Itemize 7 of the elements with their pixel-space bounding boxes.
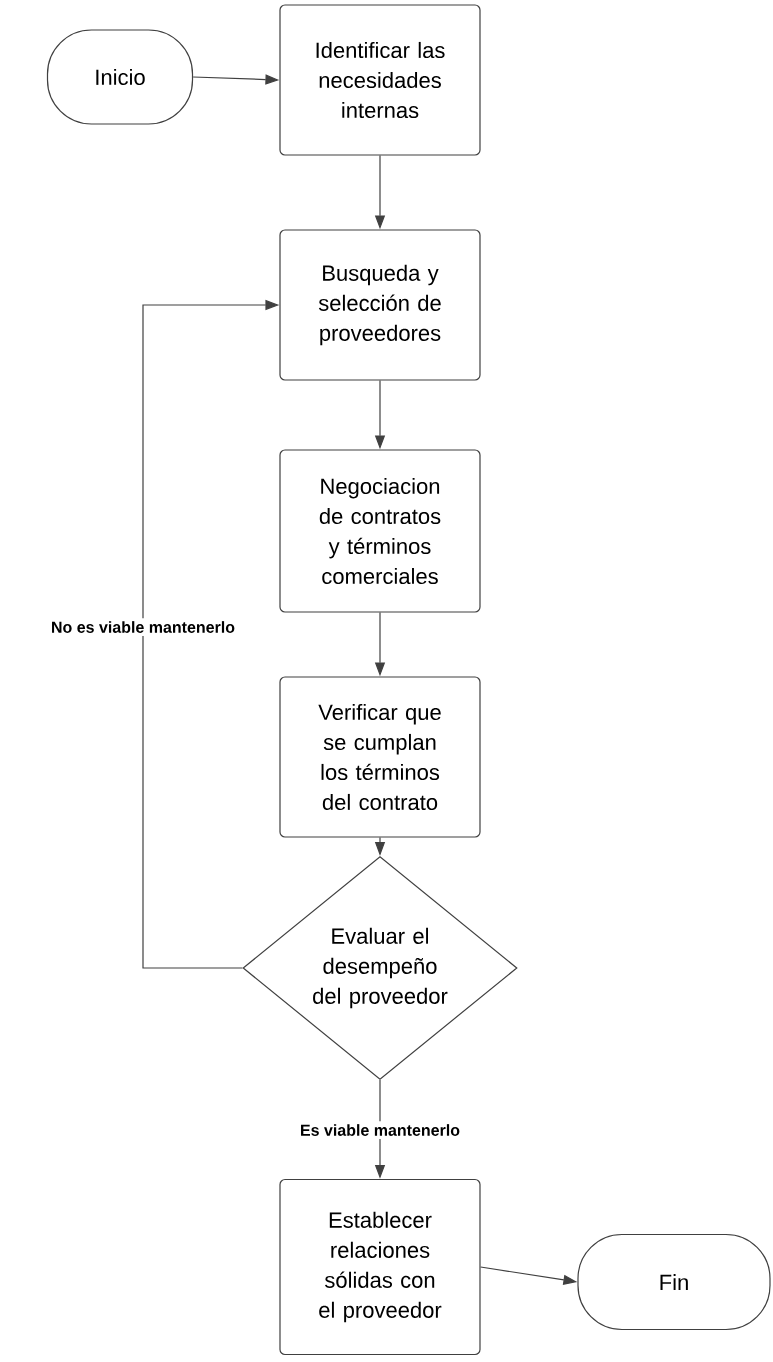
process-box: Identificar las necesidades internas (279, 4, 481, 156)
process-box: Busqueda y selección de proveedores (279, 229, 481, 381)
process-box: Establecer relaciones sólidas con el proveedor (279, 1178, 481, 1356)
edge-label: No es viable mantenerlo (47, 618, 239, 636)
process-box: Verificar que se cumplan los términos del contrato (279, 676, 481, 838)
edge-label: Es viable mantenerlo (296, 1121, 464, 1139)
process-box: Negociacion de contratos y términos comerciales (279, 449, 481, 613)
